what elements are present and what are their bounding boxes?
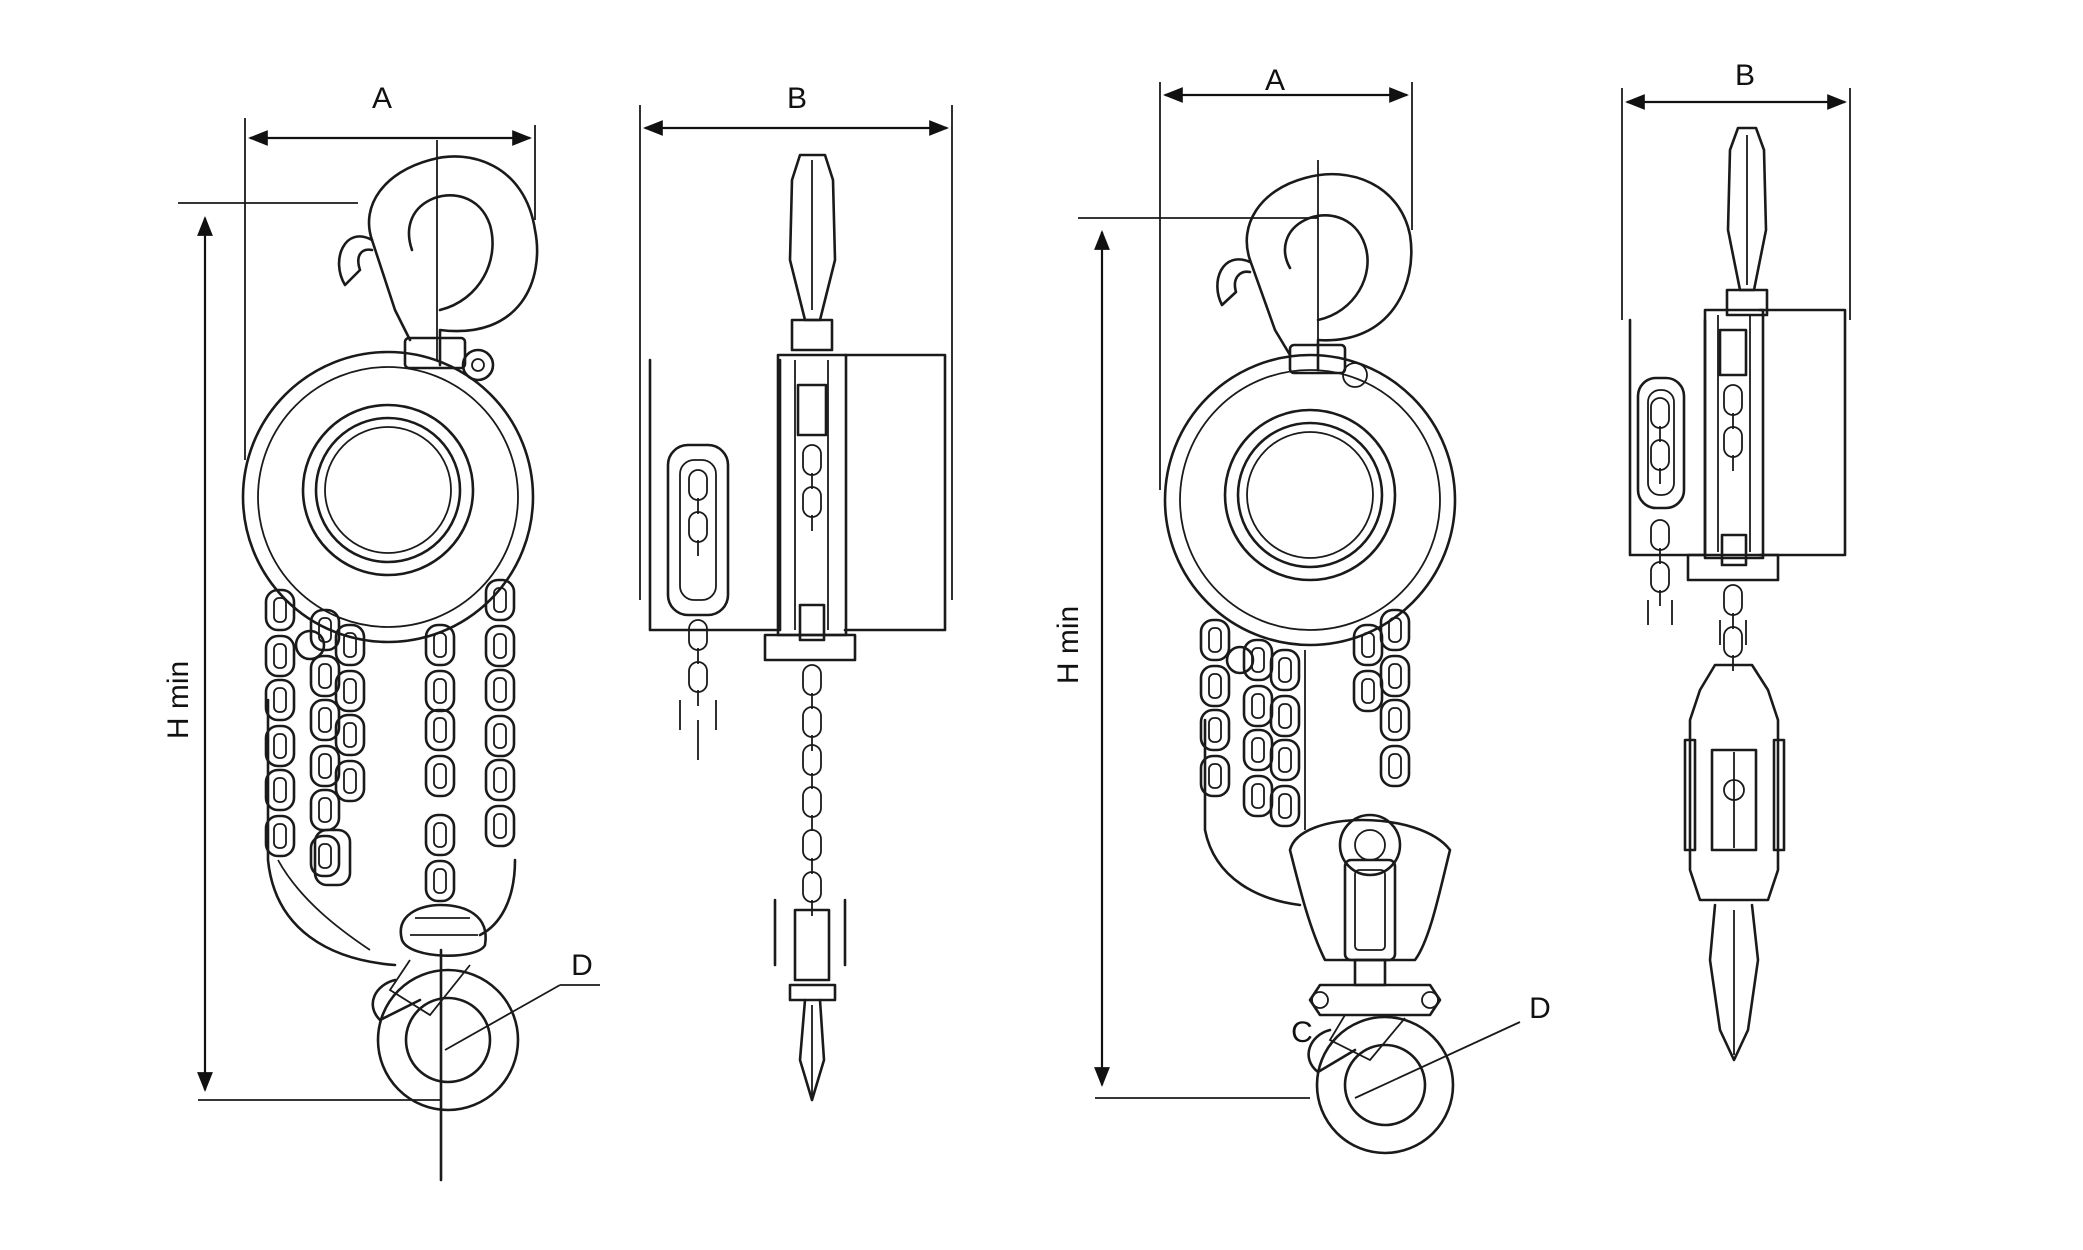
left-front-view (178, 118, 600, 1182)
right-front-view (1078, 82, 1521, 1155)
right-label-b: B (1735, 59, 1755, 92)
left-label-b: B (787, 82, 807, 115)
right-label-d: D (1529, 992, 1551, 1025)
right-side-view (1621, 88, 1851, 1062)
left-label-h-min: H min (162, 661, 195, 739)
right-label-h-min: H min (1052, 606, 1085, 684)
right-label-c: C (1291, 1016, 1313, 1049)
left-side-view (639, 105, 953, 1102)
left-label-a: A (372, 82, 392, 115)
left-label-d: D (571, 949, 593, 982)
right-label-a: A (1265, 64, 1285, 97)
